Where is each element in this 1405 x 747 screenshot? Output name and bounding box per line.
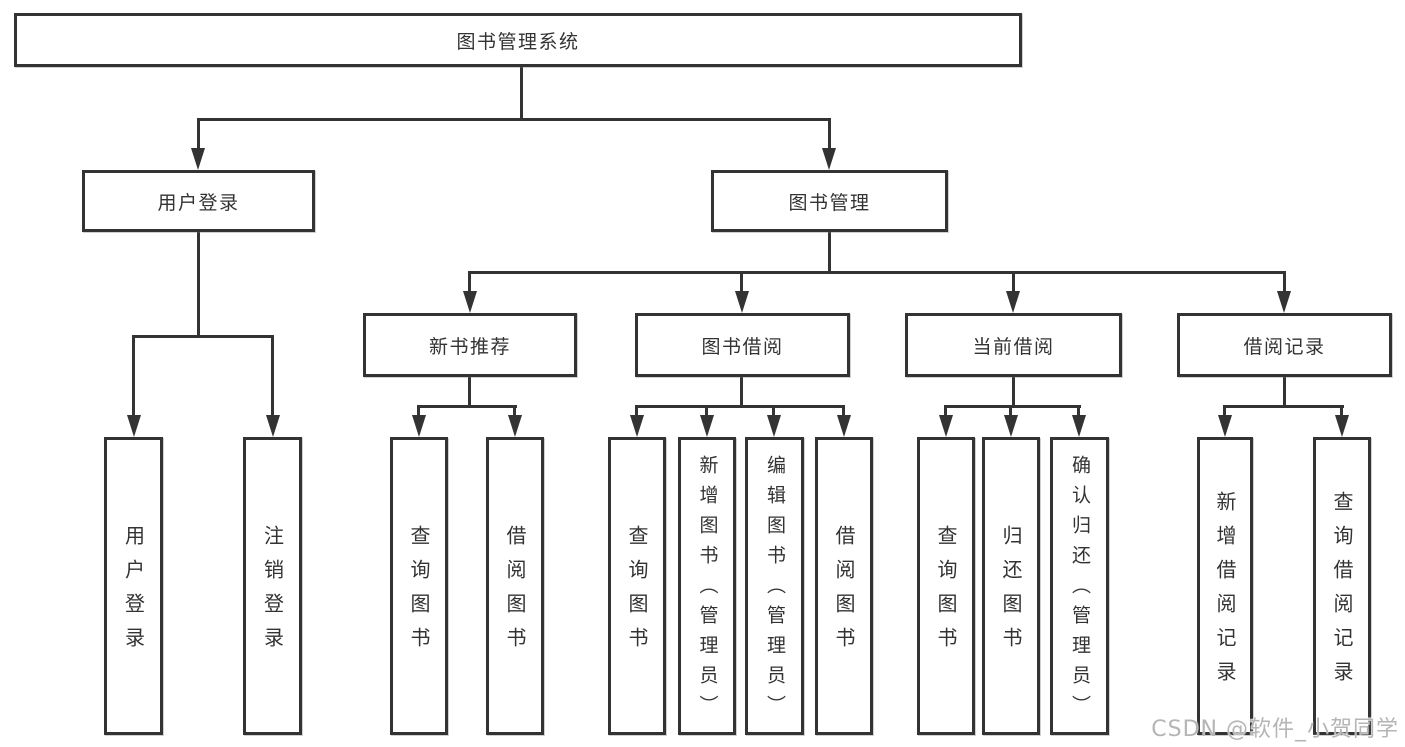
node-bb-borrow-books-label: 借阅图书 <box>832 525 856 661</box>
connector-borrow-records-stem <box>1283 377 1286 407</box>
node-cb-query-books-label: 查询图书 <box>934 525 958 661</box>
connector-drop-bb-borrow <box>842 405 845 419</box>
node-user-login: 用户登录 <box>82 170 315 232</box>
node-root: 图书管理系统 <box>14 13 1022 67</box>
node-book-mgmt-label: 图书管理 <box>788 191 871 214</box>
connector-drop-cb-return <box>1009 405 1012 419</box>
arrow-down-icon <box>822 148 836 170</box>
node-br-query-record: 查询借阅记录 <box>1313 437 1371 735</box>
node-ul-logout: 注销登录 <box>243 437 302 735</box>
arrow-down-icon <box>1335 415 1349 437</box>
node-bb-query-books-label: 查询图书 <box>625 525 649 661</box>
node-nb-query-books: 查询图书 <box>390 437 448 735</box>
connector-drop-bb-add <box>705 405 708 419</box>
connector-level3-hbar <box>468 271 1286 274</box>
arrow-down-icon <box>630 415 644 437</box>
arrow-down-icon <box>1006 291 1020 313</box>
connector-drop-nb-borrow <box>513 405 516 419</box>
arrow-down-icon <box>767 415 781 437</box>
connector-new-book-rec-hbar <box>417 405 517 408</box>
node-bb-edit-books-admin: 编辑图书（管理员） <box>745 437 804 735</box>
arrow-down-icon <box>266 415 280 437</box>
connector-drop-book-borrow <box>740 271 743 295</box>
arrow-down-icon <box>735 291 749 313</box>
node-current-borrow-label: 当前借阅 <box>972 335 1055 358</box>
arrow-down-icon <box>939 415 953 437</box>
node-nb-query-books-label: 查询图书 <box>407 525 431 661</box>
node-user-login-label: 用户登录 <box>157 191 240 214</box>
connector-drop-book-mgmt <box>828 118 831 150</box>
node-book-mgmt: 图书管理 <box>711 170 948 232</box>
connector-drop-borrow-records <box>1283 271 1286 295</box>
connector-book-mgmt-stem <box>828 232 831 273</box>
arrow-down-icon <box>700 415 714 437</box>
arrow-down-icon <box>1004 415 1018 437</box>
connector-drop-bb-edit <box>772 405 775 419</box>
arrow-down-icon <box>1072 415 1086 437</box>
node-cb-query-books: 查询图书 <box>917 437 975 735</box>
node-cb-return-books-label: 归还图书 <box>999 525 1023 661</box>
arrow-down-icon <box>463 291 477 313</box>
connector-drop-bb-query <box>635 405 638 419</box>
connector-drop-new-book-rec <box>468 271 471 295</box>
connector-user-login-hbar <box>132 335 274 338</box>
connector-root-stem <box>520 66 523 120</box>
node-cb-return-books: 归还图书 <box>982 437 1040 735</box>
connector-level2-hbar <box>197 118 831 121</box>
node-bb-edit-books-admin-label: 编辑图书（管理员） <box>764 455 786 725</box>
node-ul-user-login-label: 用户登录 <box>121 525 146 661</box>
node-br-query-record-label: 查询借阅记录 <box>1330 491 1354 695</box>
watermark-text: CSDN @软件_小贺同学 <box>1151 717 1399 742</box>
connector-current-borrow-stem <box>1012 377 1015 407</box>
arrow-down-icon <box>1218 415 1232 437</box>
node-book-borrow: 图书借阅 <box>635 313 850 377</box>
connector-drop-br-add <box>1223 405 1226 419</box>
node-br-add-record-label: 新增借阅记录 <box>1213 491 1237 695</box>
connector-drop-current-borrow <box>1012 271 1015 295</box>
arrow-down-icon <box>191 148 205 170</box>
connector-current-borrow-hbar <box>944 405 1081 408</box>
connector-book-borrow-stem <box>740 377 743 407</box>
node-borrow-records-label: 借阅记录 <box>1243 335 1326 358</box>
node-new-book-rec-label: 新书推荐 <box>428 335 511 358</box>
node-new-book-rec: 新书推荐 <box>363 313 577 377</box>
arrow-down-icon <box>412 415 426 437</box>
connector-drop-br-query <box>1340 405 1343 419</box>
node-bb-add-books-admin: 新增图书（管理员） <box>678 437 736 735</box>
node-ul-logout-label: 注销登录 <box>260 525 285 661</box>
connector-new-book-rec-stem <box>468 377 471 407</box>
arrow-down-icon <box>127 415 141 437</box>
node-ul-user-login: 用户登录 <box>104 437 163 735</box>
node-bb-add-books-admin-label: 新增图书（管理员） <box>696 455 719 725</box>
arrow-down-icon <box>508 415 522 437</box>
connector-drop-cb-query <box>944 405 947 419</box>
node-bb-query-books: 查询图书 <box>608 437 666 735</box>
arrow-down-icon <box>837 415 851 437</box>
node-root-label: 图书管理系统 <box>456 30 580 53</box>
node-current-borrow: 当前借阅 <box>905 313 1122 377</box>
connector-drop-nb-query <box>417 405 420 419</box>
node-br-add-record: 新增借阅记录 <box>1197 437 1253 735</box>
node-cb-confirm-return-admin: 确认归还（管理员） <box>1050 437 1109 735</box>
connector-book-borrow-hbar <box>635 405 845 408</box>
connector-user-login-stem <box>197 232 200 338</box>
connector-drop-ul-logout <box>271 335 274 419</box>
node-cb-confirm-return-admin-label: 确认归还（管理员） <box>1069 455 1091 725</box>
connector-borrow-records-hbar <box>1223 405 1344 408</box>
connector-drop-cb-confirm <box>1077 405 1080 419</box>
connector-drop-ul-login <box>132 335 135 419</box>
node-borrow-records: 借阅记录 <box>1177 313 1392 377</box>
node-bb-borrow-books: 借阅图书 <box>815 437 873 735</box>
node-book-borrow-label: 图书借阅 <box>701 335 784 358</box>
node-nb-borrow-books-label: 借阅图书 <box>503 525 527 661</box>
node-nb-borrow-books: 借阅图书 <box>486 437 544 735</box>
arrow-down-icon <box>1277 291 1291 313</box>
connector-drop-user-login <box>197 118 200 150</box>
